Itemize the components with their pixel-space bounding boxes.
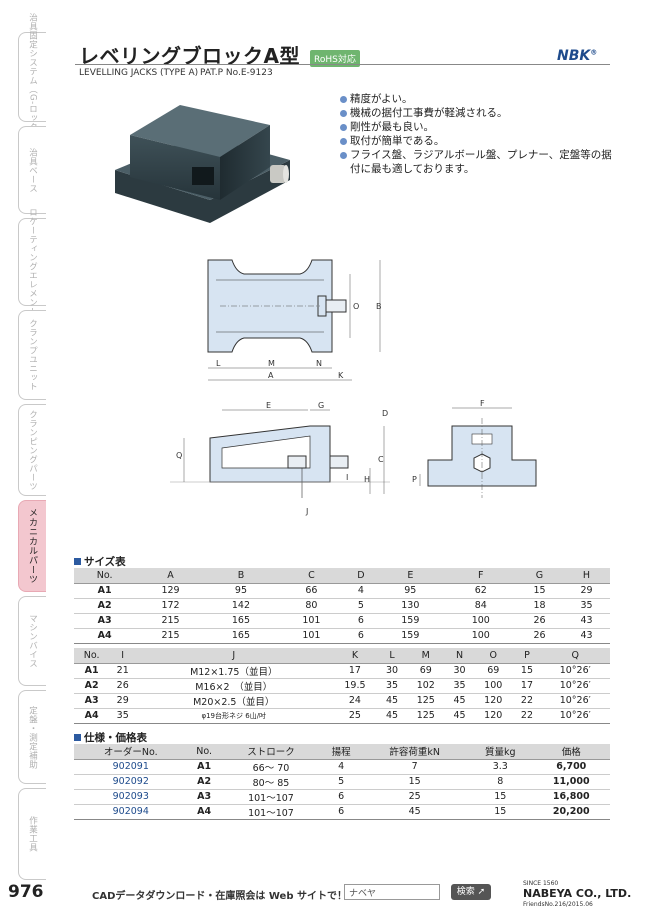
side-tab-5-active[interactable]: メカニカルパーツ [18, 500, 46, 592]
feature-item: 精度がよい。 [340, 92, 620, 106]
column-header: P [513, 648, 541, 664]
side-tab-3[interactable]: クランプユニット [18, 310, 46, 400]
size-table-title: サイズ表 [74, 554, 126, 569]
column-header: 価格 [532, 744, 610, 760]
order-number-link[interactable]: 902093 [74, 789, 188, 805]
column-header: B [205, 568, 277, 584]
side-view-drawing: E G D Q C H I J [170, 401, 390, 516]
side-tab-6[interactable]: マシンバイス [18, 596, 46, 686]
column-header: E [375, 568, 446, 584]
column-header: 質量kg [468, 744, 533, 760]
column-header: 揚程 [321, 744, 362, 760]
dim-label-n: N [316, 359, 322, 368]
column-header: J [136, 648, 332, 664]
dim-label-j: J [305, 507, 308, 516]
dim-label-e: E [266, 401, 271, 410]
column-header: O [473, 648, 514, 664]
spec-table: オーダーNo. No. ストローク 揚程 許容荷重kN 質量kg 価格 9020… [74, 744, 610, 820]
column-header: Q [540, 648, 610, 664]
patent-number: PAT.P No.E-9123 [200, 68, 273, 78]
feature-item: 剛性が最も良い。 [340, 120, 620, 134]
side-tab-7[interactable]: 定盤・測定補助 [18, 690, 46, 784]
column-header: オーダーNo. [74, 744, 188, 760]
dim-label-h: H [364, 475, 370, 484]
page-number: 976 [8, 882, 44, 902]
order-number-link[interactable]: 902092 [74, 774, 188, 790]
feature-item: 取付が簡単である。 [340, 134, 620, 148]
dim-label-i: I [346, 473, 348, 482]
side-tab-8[interactable]: 作業工具 [18, 788, 46, 880]
side-tab-2[interactable]: ロケーティングエレメント [18, 208, 46, 316]
dim-label-g: G [318, 401, 324, 410]
spec-table-title: 仕様・価格表 [74, 730, 147, 745]
column-header: 許容荷重kN [361, 744, 469, 760]
column-header: G [516, 568, 563, 584]
rohs-badge: RoHS対応 [310, 50, 360, 67]
side-tab-1[interactable]: 治具ベース [18, 126, 46, 214]
dim-label-c: C [378, 455, 384, 464]
table-header-row: No. A B C D E F G H [74, 568, 610, 584]
dim-label-f: F [480, 399, 485, 408]
column-header: M [405, 648, 447, 664]
column-header: No. [74, 648, 110, 664]
side-tab-4[interactable]: クランピングパーツ [18, 404, 46, 496]
column-header: K [331, 648, 379, 664]
company-logo: NABEYA CO., LTD. [523, 887, 632, 900]
top-view-drawing: O B L M N A K [207, 259, 382, 381]
column-header: F [445, 568, 516, 584]
search-input[interactable]: ナベヤ [344, 884, 440, 900]
brand-logo: NBK® [557, 48, 598, 64]
product-subtitle: LEVELLING JACKS (TYPE A) [79, 68, 199, 78]
column-header: N [446, 648, 473, 664]
side-tab-0[interactable]: 治具固定システム（G-ロック） [18, 13, 46, 141]
header-divider [75, 64, 610, 65]
order-number-link[interactable]: 902094 [74, 804, 188, 820]
dim-label-q: Q [176, 451, 182, 460]
cursor-icon: ➚ [477, 887, 486, 897]
dim-label-p: P [412, 475, 417, 484]
cad-download-text: CADデータダウンロード・在庫照会は Web サイトで！ [92, 891, 347, 902]
dim-label-d: D [382, 409, 388, 418]
dim-label-o: O [353, 302, 359, 311]
table-header-row: No. I J K L M N O P Q [74, 648, 610, 664]
dim-label-a: A [268, 371, 274, 380]
dim-label-b: B [376, 302, 382, 311]
column-header: L [378, 648, 406, 664]
column-header: C [276, 568, 347, 584]
table-header-row: オーダーNo. No. ストローク 揚程 許容荷重kN 質量kg 価格 [74, 744, 610, 760]
feature-item: 機械の据付工事費が軽減される。 [340, 106, 620, 120]
order-number-link[interactable]: 902091 [74, 759, 188, 775]
since-label: SINCE 1560 [523, 880, 559, 887]
friends-number: FriendsNo.216/2015.06 [523, 901, 593, 908]
column-header: H [562, 568, 610, 584]
column-header: A [135, 568, 206, 584]
column-header: D [346, 568, 376, 584]
column-header: No. [187, 744, 221, 760]
column-header: ストローク [220, 744, 322, 760]
dim-label-k: K [338, 371, 344, 380]
feature-item: フライス盤、ラジアルボール盤、プレナー、定盤等の据付に最も適しております。 [340, 148, 620, 176]
column-header: I [109, 648, 137, 664]
dim-label-m: M [268, 359, 275, 368]
feature-list: 精度がよい。 機械の据付工事費が軽減される。 剛性が最も良い。 取付が簡単である… [340, 92, 620, 176]
dim-label-l: L [216, 359, 221, 368]
product-photo [115, 105, 290, 223]
column-header: No. [74, 568, 136, 584]
search-button[interactable]: 検索 ➚ [451, 884, 491, 900]
end-view-drawing: F P [412, 399, 537, 498]
